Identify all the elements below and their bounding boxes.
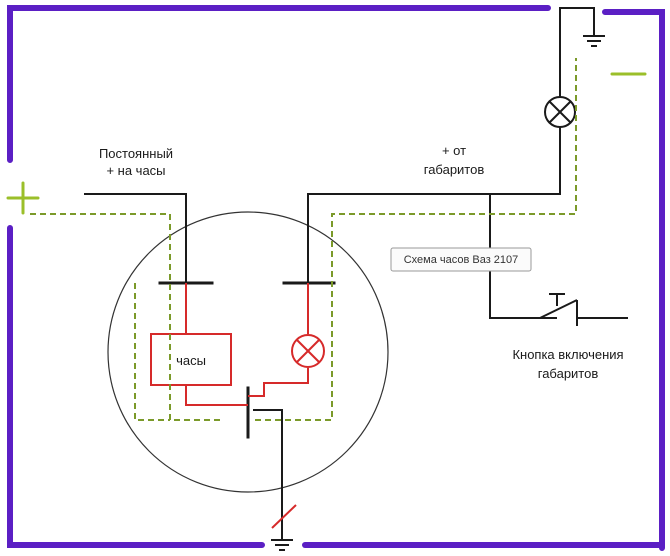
clock-body-circle <box>107 211 389 493</box>
lights-label-line2: габаритов <box>424 162 485 177</box>
wire-constant-plus <box>84 193 187 283</box>
wire-lamp-to-ground-terminal <box>248 368 309 397</box>
wire-clock-to-ground <box>185 385 248 406</box>
constant-label-line1: Постоянный <box>99 146 173 161</box>
wire-clock-ground <box>253 409 283 540</box>
clock-label: часы <box>176 353 206 368</box>
wire-lights-plus <box>307 126 561 283</box>
wire-lamp-to-ground <box>559 7 595 98</box>
ground-break-mark <box>271 504 297 529</box>
lamp-icon <box>544 96 576 128</box>
button-label-line2: габаритов <box>538 366 599 381</box>
frame-bottom-left <box>7 225 265 548</box>
wiring <box>84 7 628 540</box>
internal-wiring <box>150 283 309 406</box>
tooltip: Схема часов Ваз 2107 <box>390 247 532 272</box>
wire-to-button <box>489 194 557 319</box>
dashed-constant <box>30 213 220 421</box>
frame-right <box>602 9 665 551</box>
ground-icon <box>583 35 605 47</box>
clock-module <box>150 333 232 386</box>
lamp-icon <box>291 334 325 368</box>
switch-icon <box>539 293 578 326</box>
dashed-path <box>30 58 577 421</box>
lights-label-line1: + от <box>442 143 466 158</box>
dashed-lights <box>255 58 577 421</box>
tooltip-box <box>390 247 532 272</box>
frame <box>7 5 665 551</box>
frame-top-left <box>7 5 551 163</box>
constant-label-line2: + на часы <box>106 163 165 178</box>
ground-icon <box>271 539 293 551</box>
button-label-line1: Кнопка включения <box>512 347 623 362</box>
tooltip-text: Схема часов Ваз 2107 <box>404 254 519 266</box>
plus-marker <box>6 181 40 215</box>
dashed-clock-loop <box>134 283 170 421</box>
